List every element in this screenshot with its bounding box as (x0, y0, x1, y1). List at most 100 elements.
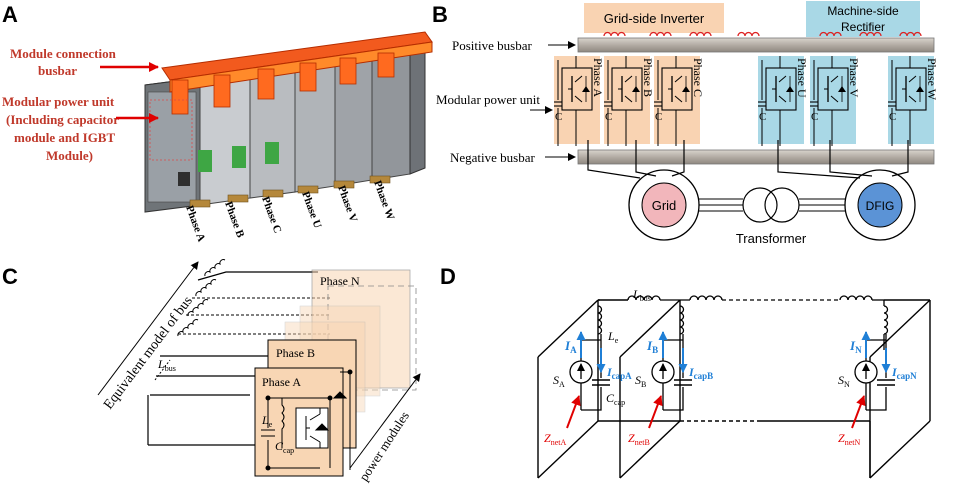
busbar-inductor (689, 31, 712, 37)
panel-c: C Phase N Phase B Phase A (2, 259, 421, 484)
phase-b-circuit (332, 369, 353, 470)
unit-highlight (149, 99, 193, 161)
b-phase-label-0: Phase A (591, 58, 605, 97)
phase-a-label: Phase A (262, 375, 301, 389)
copper-terminals (189, 175, 391, 208)
power-modules-arrow (349, 373, 421, 469)
c-bus-coil (177, 319, 199, 337)
panel-a: A (2, 2, 433, 243)
d-module-b: IB IcapB SB ZnetB (628, 331, 713, 447)
source-label-N: SN (838, 373, 850, 389)
b-cap-label: C (889, 111, 896, 123)
machine-side-label-2: Rectifier (841, 20, 885, 34)
grid-side-label: Grid-side Inverter (604, 11, 705, 26)
transformer-coil-1 (742, 187, 778, 223)
panel-b-letter: B (432, 2, 448, 27)
panel-d: D IA IcapA SA ZnetA IB IcapB SB ZnetB (440, 264, 931, 479)
b-phase-label-1: Phase B (641, 58, 655, 97)
a-phase-label-2: Phase C (259, 195, 283, 235)
b-phase-label-5: Phase W (925, 58, 939, 101)
c-bus-coil (204, 259, 226, 277)
dfig-label: DFIG (866, 199, 895, 213)
equiv-model-arrow (97, 261, 199, 396)
z-arrow-N (851, 395, 866, 429)
current-label-N: IN (849, 338, 862, 355)
a-phase-label-0: Phase A (183, 204, 207, 243)
z-label-N: ZnetN (838, 431, 860, 447)
machine-side-header (806, 1, 920, 37)
phase-a-circuit (261, 395, 333, 471)
busbar-inductor (899, 31, 922, 37)
module-connection-busbar (161, 31, 433, 115)
label-unit-line2: (Including capacitor (6, 112, 119, 127)
cap-current-label-A: IcapA (606, 365, 632, 381)
z-arrow-A (566, 395, 581, 429)
source-label-A: SA (553, 373, 565, 389)
busbar-inductor (819, 31, 842, 37)
a-phase-label-3: Phase U (299, 190, 323, 230)
transformer-coil-2 (764, 187, 800, 223)
label-busbar-line2: busbar (38, 63, 77, 78)
d-module-a: IA IcapA SA ZnetA (544, 331, 632, 447)
busbar-inductor (603, 31, 626, 37)
d-le-coil-n (883, 305, 889, 335)
a-phase-label-1: Phase B (222, 200, 246, 240)
c-bus-inductors (177, 259, 226, 337)
negative-busbar (577, 149, 935, 165)
negative-busbar-label: Negative busbar (450, 150, 536, 165)
b-phase-label-2: Phase C (691, 58, 705, 97)
b-module-3: C Phase U (758, 56, 809, 146)
busbar-inductor (859, 31, 882, 37)
source-label-B: SB (635, 373, 646, 389)
panel-d-letter: D (440, 264, 456, 289)
b-grid-system: Grid DFIG Transformer (587, 140, 916, 246)
z-label-B: ZnetB (628, 431, 650, 447)
current-label-B: IB (646, 338, 658, 355)
label-unit-line1: Modular power unit (2, 94, 115, 109)
b-phase-label-3: Phase U (795, 58, 809, 98)
c-ccap-label: Ccap (275, 439, 294, 455)
label-unit-line4: Module) (46, 148, 93, 163)
d-lbus-coil-n (839, 295, 873, 301)
label-busbar-line1: Module connection (10, 46, 117, 61)
a-phase-label-5: Phase W (371, 179, 396, 222)
d-le-label: Le (607, 329, 619, 345)
b-cap-label: C (811, 111, 818, 123)
c-bus-coil (187, 299, 209, 317)
current-label-A: IA (564, 338, 577, 355)
busbar-inductor (737, 31, 760, 37)
b-module-4: C Phase V (810, 56, 861, 146)
b-module-1: C Phase B (604, 56, 655, 146)
bus-equivalent-lines (147, 271, 330, 446)
b-cap-label: C (605, 111, 612, 123)
b-phase-label-4: Phase V (847, 58, 861, 98)
b-module-0: C Phase A (554, 56, 605, 146)
label-unit-line3: module and IGBT (14, 130, 115, 145)
power-unit-cabinet (144, 31, 433, 213)
dfig-circle (857, 182, 903, 228)
z-label-A: ZnetA (544, 431, 566, 447)
positive-busbar-label: Positive busbar (452, 38, 532, 53)
c-bus-coil (195, 279, 217, 297)
b-module-5: C Phase W (888, 56, 939, 146)
grid-label: Grid (652, 198, 677, 213)
d-ccap-label: Ccap (606, 391, 625, 407)
d-lbus-coil-1 (627, 295, 661, 301)
c-le-label: Le (261, 413, 273, 429)
b-power-modules: C Phase A C Phase B C Phase C C Phase U C Phase V… (554, 56, 939, 146)
cap-current-label-B: IcapB (688, 365, 713, 381)
igbt-boards (178, 142, 279, 186)
grid-circle (641, 182, 687, 228)
d-le-coil-b (679, 305, 685, 335)
grid-side-header (584, 3, 724, 33)
b-cap-label: C (555, 111, 562, 123)
d-lbus-label: Lbus (632, 287, 651, 303)
b-cap-label: C (655, 111, 662, 123)
phase-n-label: Phase N (320, 274, 360, 288)
a-phase-label-4: Phase V (335, 184, 359, 224)
b-cap-label: C (759, 111, 766, 123)
busbar-inductors (603, 31, 922, 37)
